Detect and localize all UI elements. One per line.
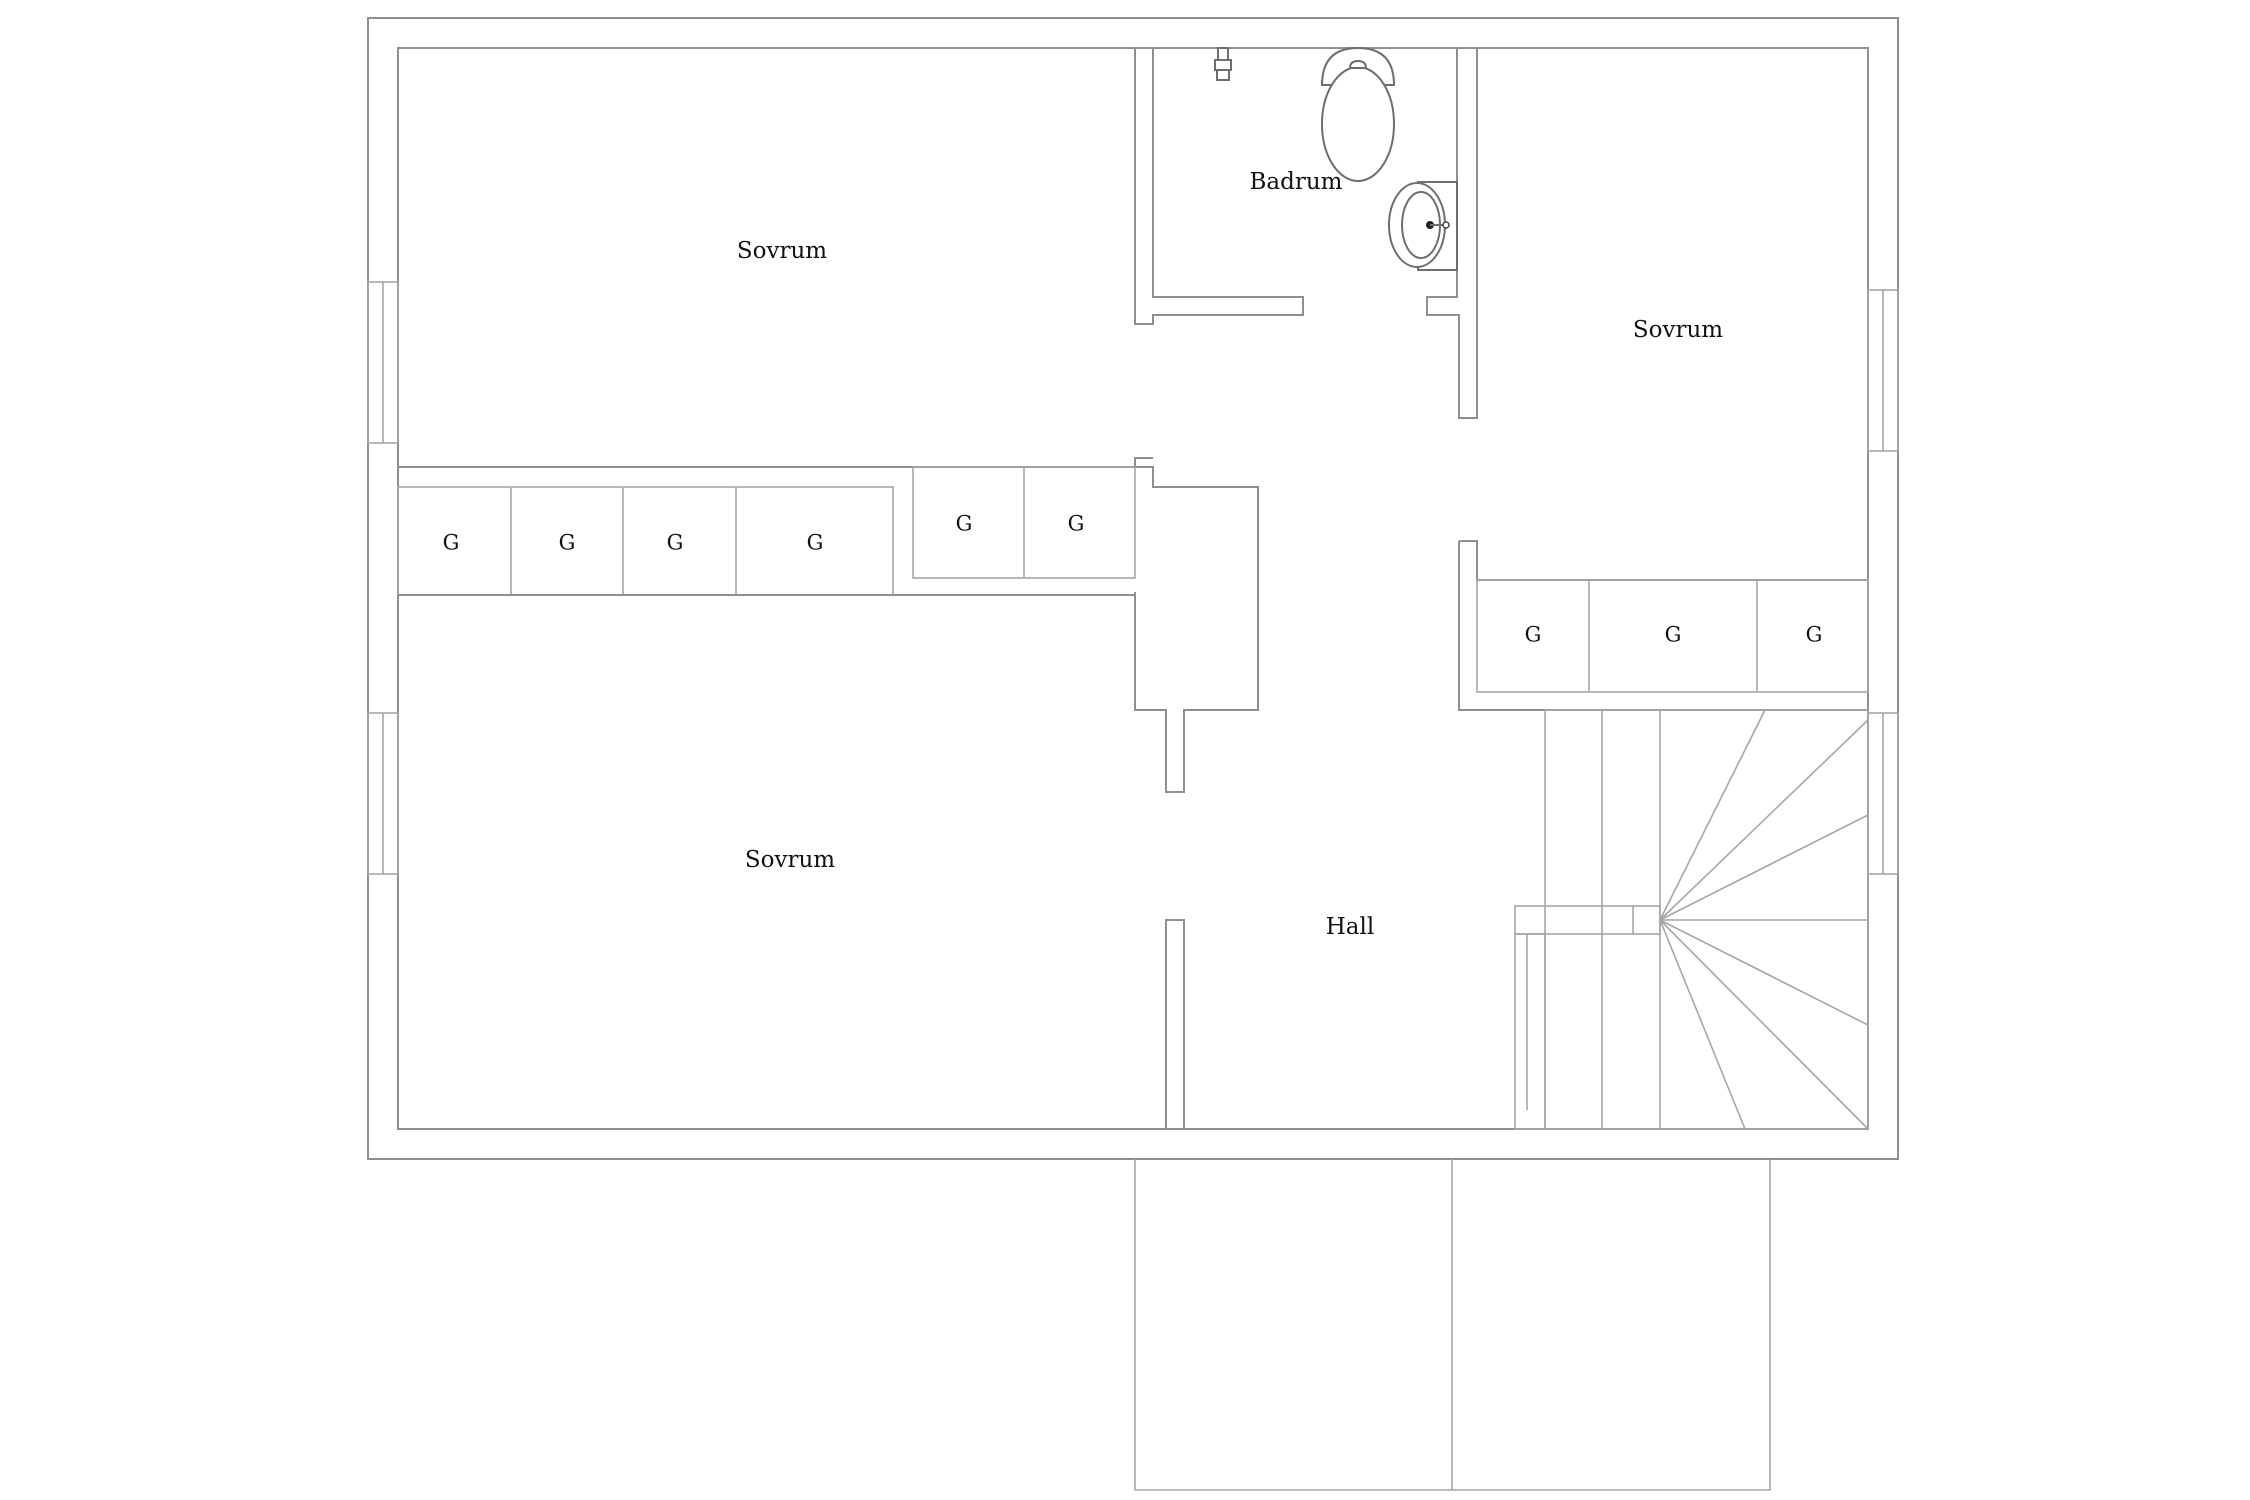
wardrobes <box>397 466 1869 693</box>
interior-walls <box>398 48 1868 1130</box>
wardrobe-label: G <box>1806 623 1823 647</box>
bathroom-fixtures <box>1214 46 1458 271</box>
room-label-hall: Hall <box>1326 914 1374 940</box>
wardrobe-labels: G G G G G G G G G <box>443 512 1823 647</box>
wardrobe-label: G <box>1068 512 1085 536</box>
toilet-icon <box>1320 46 1396 182</box>
outer-walls <box>367 17 1899 1160</box>
wardrobe-label: G <box>956 512 973 536</box>
sink-icon <box>1388 181 1458 271</box>
wardrobe-label: G <box>667 531 684 555</box>
wardrobe-label: G <box>1665 623 1682 647</box>
room-label-sovrum-right: Sovrum <box>1633 317 1723 343</box>
room-label-sovrum-bottom-left: Sovrum <box>745 847 835 873</box>
wardrobe-label: G <box>807 531 824 555</box>
room-label-sovrum-top-left: Sovrum <box>737 238 827 264</box>
staircase <box>1514 709 1869 1130</box>
room-labels: Sovrum Badrum Sovrum Sovrum Hall <box>737 169 1723 940</box>
wardrobe-label: G <box>1525 623 1542 647</box>
windows <box>367 281 1899 875</box>
balcony <box>1134 1159 1771 1491</box>
wardrobe-label: G <box>443 531 460 555</box>
shower-icon <box>1214 47 1232 81</box>
wardrobe-label: G <box>559 531 576 555</box>
room-label-badrum: Badrum <box>1250 169 1343 195</box>
